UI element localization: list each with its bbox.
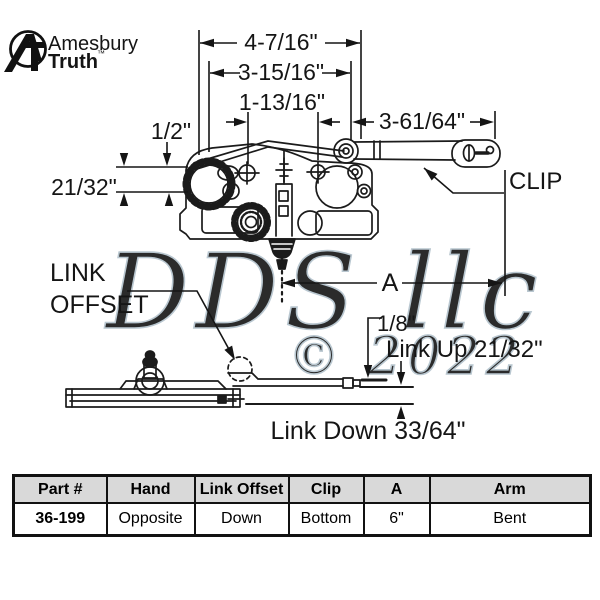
dim-a-label: A	[382, 269, 399, 297]
spec-table-header-row: Part # Hand Link Offset Clip A Arm	[12, 474, 592, 504]
link-down-label: Link Down 33/64"	[270, 417, 465, 445]
screw-crosshair-icon	[234, 157, 330, 185]
dim-1-2-label: 1/2"	[151, 118, 191, 144]
cell-clip: Bottom	[287, 502, 365, 537]
dim-1-8-label: 1/8"	[377, 311, 415, 336]
brand-logo: Amesbury Truth ™	[4, 30, 138, 73]
dim-3-61-64-label: 3-61/64"	[379, 108, 465, 134]
dimension-arrowheads	[119, 38, 502, 419]
col-header-a: A	[362, 474, 431, 504]
cell-link-offset: Down	[193, 502, 290, 537]
watermark: DDS llc © 2022	[103, 230, 544, 388]
link-offset-label-line2: OFFSET	[50, 291, 149, 319]
watermark-year: © 2022	[288, 327, 525, 387]
col-header-clip: Clip	[287, 474, 365, 504]
brand-trademark: ™	[97, 49, 105, 58]
brand-name-bottom: Truth	[48, 51, 98, 73]
col-header-hand: Hand	[105, 474, 196, 504]
col-header-link-offset: Link Offset	[193, 474, 290, 504]
cell-arm: Bent	[428, 502, 592, 537]
link-offset-label-line1: LINK	[50, 259, 106, 287]
spec-table: Part # Hand Link Offset Clip A Arm 36-19…	[12, 474, 592, 537]
col-header-part: Part #	[12, 474, 108, 504]
clip-label: CLIP	[509, 168, 562, 195]
gear-train	[182, 138, 372, 242]
cell-a: 6"	[362, 502, 431, 537]
link-bar	[227, 372, 414, 405]
watermark-text: DDS llc	[104, 231, 544, 353]
logo-monogram	[4, 30, 47, 72]
cell-hand: Opposite	[105, 502, 196, 537]
dim-1-13-16-label: 1-13/16"	[239, 89, 325, 115]
spindle	[268, 238, 296, 304]
cell-part-number: 36-199	[12, 502, 108, 537]
technical-diagram: DDS llc © 2022 Amesbury Truth ™	[4, 29, 562, 445]
col-header-arm: Arm	[428, 474, 592, 504]
dim-4-7-16-label: 4-7/16"	[244, 29, 317, 55]
dim-3-15-16-label: 3-15/16"	[238, 59, 324, 85]
dim-21-32-label: 21/32"	[51, 174, 117, 200]
operator-drawing	[65, 138, 501, 408]
operator-housing	[179, 143, 379, 240]
spec-table-data-row: 36-199 Opposite Down Bottom 6" Bent	[12, 502, 592, 537]
link-offset-dashed-circle	[227, 356, 253, 382]
brand-name-top: Amesbury	[48, 33, 138, 55]
operator-arm	[353, 139, 501, 168]
arm-clip	[462, 144, 495, 162]
dimension-annotations	[116, 30, 506, 419]
dimension-labels: 4-7/16" 3-15/16" 1-13/16" 3-61/64" 1/2" …	[50, 29, 562, 445]
link-up-label: Link Up 21/32"	[386, 336, 543, 363]
track-assembly	[65, 350, 414, 408]
